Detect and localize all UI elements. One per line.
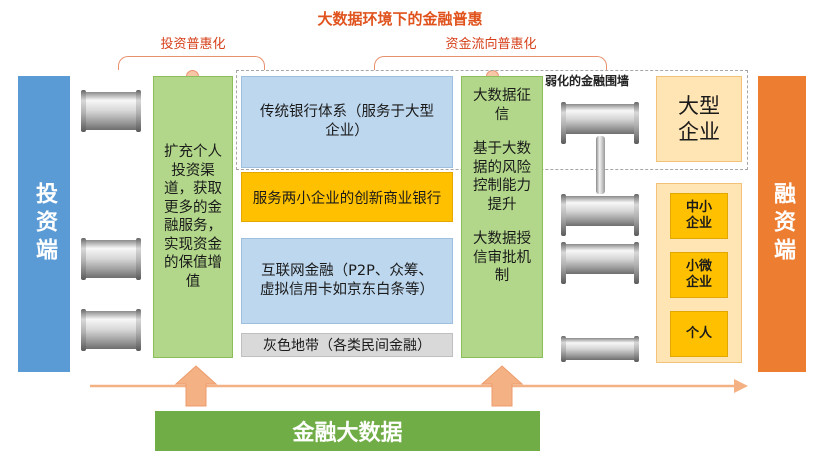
up-arrow-right	[480, 365, 524, 407]
internet-finance-box: 互联网金融（P2P、众筹、虚拟信用卡如京东白条等）	[241, 238, 453, 324]
pipe-right-middle-2	[561, 242, 639, 284]
pipe-right-vertical	[596, 136, 605, 194]
innovative-bank-text: 服务两小企业的创新商业银行	[252, 190, 442, 207]
financing-side-bar: 融资端	[758, 76, 806, 372]
right-bracket	[374, 56, 607, 70]
investor-side-bar: 投资端	[18, 76, 70, 372]
individual-box: 个人	[670, 311, 728, 357]
credit-approval-text: 大数据授信审批机制	[473, 231, 531, 284]
risk-control-text: 基于大数据的风险控制能力提升	[473, 141, 531, 213]
right-subtitle: 资金流向普惠化	[445, 37, 537, 52]
micro-enterprise-text: 小微企业	[685, 259, 712, 290]
large-enterprise-box: 大型企业	[656, 76, 742, 162]
pipe-right-bottom	[561, 336, 639, 362]
financing-side-label: 融资端	[770, 182, 795, 266]
innovative-bank-box: 服务两小企业的创新商业银行	[241, 172, 453, 222]
sme-text: 中小企业	[685, 200, 712, 231]
traditional-bank-box: 传统银行体系（服务于大型企业）	[241, 76, 453, 168]
investor-side-label: 投资端	[32, 182, 57, 266]
gray-zone-box: 灰色地带（各类民间金融）	[241, 333, 453, 357]
financial-big-data-bar: 金融大数据	[155, 411, 540, 451]
pipe-left-top	[81, 90, 141, 132]
big-data-credit-text: 大数据征信	[473, 88, 531, 123]
big-data-credit-column: 大数据征信 基于大数据的风险控制能力提升 大数据授信审批机制	[461, 76, 543, 358]
gray-zone-text: 灰色地带（各类民间金融）	[263, 338, 431, 354]
wall-label: 弱化的金融围墙	[543, 72, 632, 89]
pipe-left-middle	[81, 238, 141, 280]
individual-text: 个人	[685, 326, 712, 341]
micro-enterprise-box: 小微企业	[670, 252, 728, 298]
pipe-left-bottom	[81, 309, 141, 351]
financial-big-data-text: 金融大数据	[292, 421, 403, 446]
large-enterprise-text: 大型企业	[678, 94, 720, 144]
up-arrow-left	[174, 365, 218, 407]
investor-services-box: 扩充个人投资渠道，获取更多的金融服务，实现资金的保值增值	[153, 76, 233, 358]
traditional-bank-text: 传统银行体系（服务于大型企业）	[260, 104, 434, 139]
left-bracket	[118, 56, 265, 70]
pipe-right-top	[561, 102, 639, 144]
internet-finance-text: 互联网金融（P2P、众筹、虚拟信用卡如京东白条等）	[260, 263, 434, 298]
diagram-title: 大数据环境下的金融普惠	[317, 10, 483, 28]
sme-box: 中小企业	[670, 193, 728, 239]
left-subtitle: 投资普惠化	[160, 37, 226, 52]
investor-services-text: 扩充个人投资渠道，获取更多的金融服务，实现资金的保值增值	[164, 144, 222, 290]
pipe-right-middle-1	[561, 194, 639, 236]
